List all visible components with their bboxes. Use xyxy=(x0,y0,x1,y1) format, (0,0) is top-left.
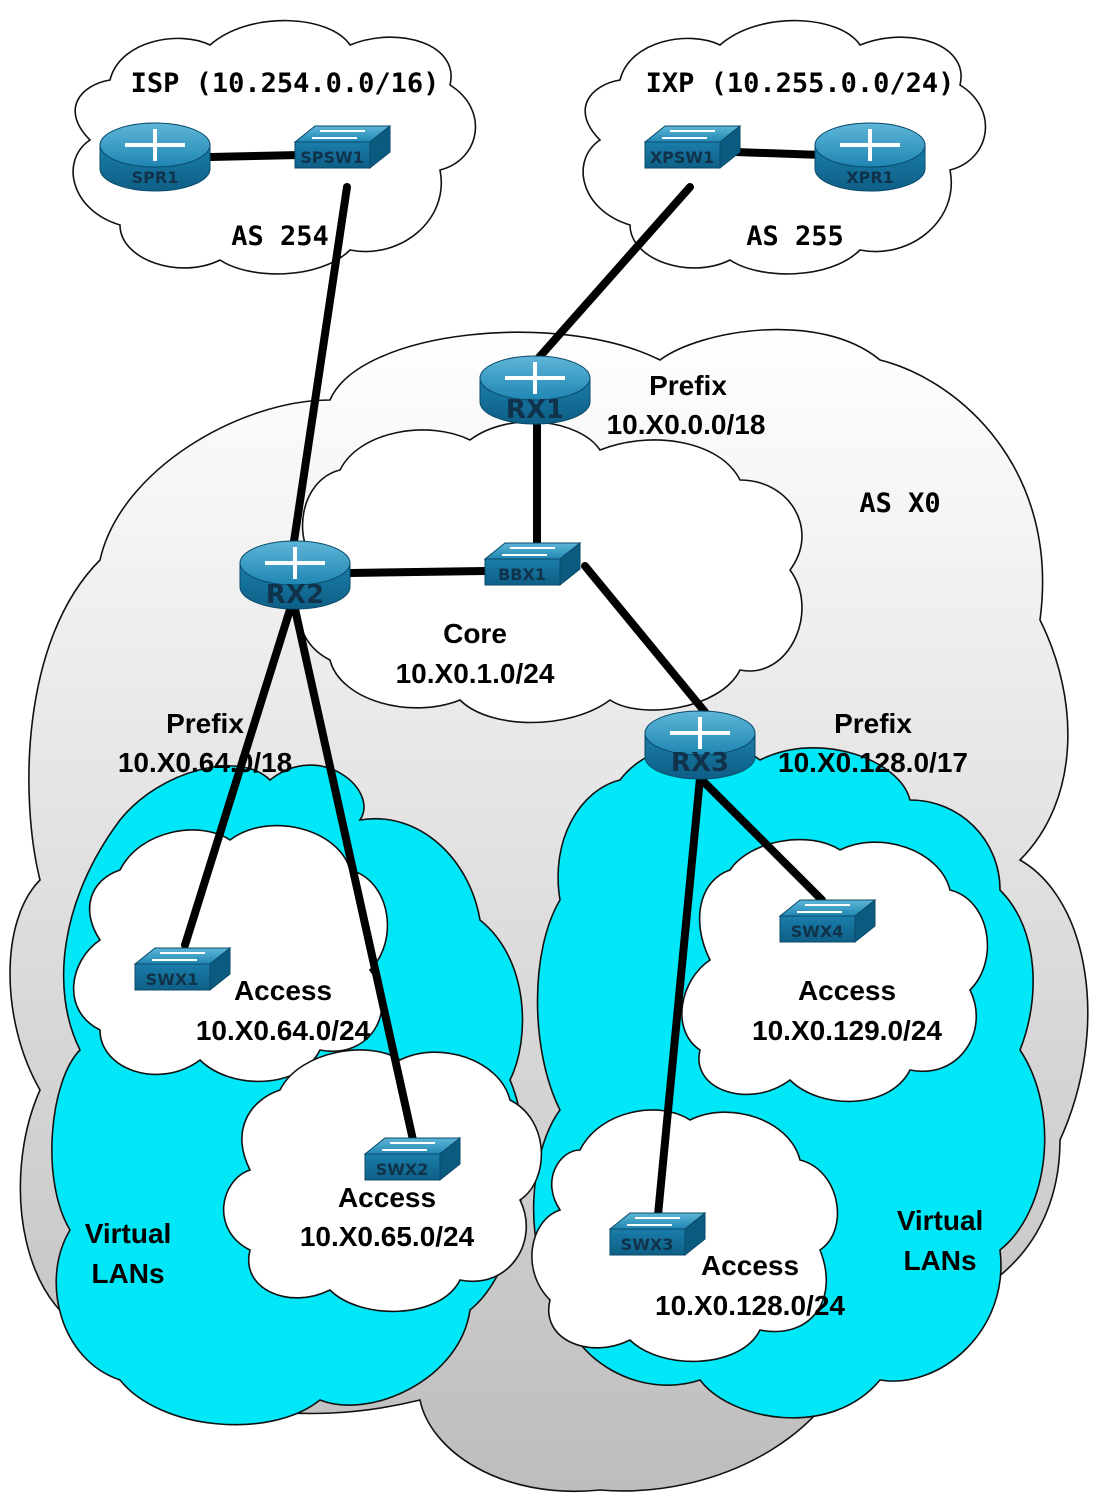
device-label: SPR1 xyxy=(132,168,179,187)
prefix-rx3-title: Prefix xyxy=(834,708,912,739)
isp-title: ISP (10.254.0.0/16) xyxy=(131,68,440,99)
access-swx1-title: Access xyxy=(234,975,332,1006)
access-swx2-title: Access xyxy=(338,1182,436,1213)
prefix-rx1-title: Prefix xyxy=(649,370,727,401)
link-rx2-bbx1 xyxy=(346,567,489,577)
access-swx4-cloud xyxy=(681,838,989,1103)
device-label: RX1 xyxy=(506,395,564,425)
access-swx4-subnet: 10.X0.129.0/24 xyxy=(752,1015,942,1046)
switch-arrows-icon xyxy=(502,547,555,556)
router-arrows-icon xyxy=(670,717,730,749)
ixp-title: IXP (10.255.0.0/24) xyxy=(646,68,955,99)
router-arrows-icon xyxy=(265,547,325,579)
device-label: BBX1 xyxy=(498,565,546,584)
core-subnet: 10.X0.1.0/24 xyxy=(396,658,555,689)
switch-arrows-icon xyxy=(152,952,205,961)
router-arrows-icon xyxy=(840,129,900,161)
prefix-rx1-subnet: 10.X0.0.0/18 xyxy=(607,409,766,440)
prefix-rx3-subnet: 10.X0.128.0/17 xyxy=(778,747,968,778)
core-title: Core xyxy=(443,618,507,649)
device-label: SWX1 xyxy=(146,970,199,989)
device-label: RX3 xyxy=(671,748,729,778)
router-arrows-icon xyxy=(505,362,565,394)
link-rx3-swx4 xyxy=(696,774,826,904)
switch-bbx1[interactable]: BBX1 xyxy=(483,541,582,587)
vlans-left-line2: LANs xyxy=(91,1258,164,1289)
router-rx3[interactable]: RX3 xyxy=(644,710,756,780)
vlans-right-line1: Virtual xyxy=(897,1205,984,1236)
router-spr1[interactable]: SPR1 xyxy=(99,122,211,192)
switch-swx3[interactable]: SWX3 xyxy=(608,1211,707,1257)
ixp-cloud xyxy=(582,19,987,275)
device-label: SWX2 xyxy=(376,1160,429,1179)
router-rx2[interactable]: RX2 xyxy=(239,540,351,610)
prefix-rx2-title: Prefix xyxy=(166,708,244,739)
switch-swx2[interactable]: SWX2 xyxy=(363,1136,462,1182)
device-label: SWX4 xyxy=(791,922,844,941)
access-swx3-title: Access xyxy=(701,1250,799,1281)
link-xpsw1-rx1 xyxy=(531,183,694,366)
switch-swx1[interactable]: SWX1 xyxy=(133,946,232,992)
device-label: RX2 xyxy=(266,580,324,610)
switch-swx4[interactable]: SWX4 xyxy=(778,898,877,944)
link-rx2-swx1 xyxy=(181,596,297,949)
router-xpr1[interactable]: XPR1 xyxy=(814,122,926,192)
switch-arrows-icon xyxy=(662,130,715,139)
link-spr1-spsw1 xyxy=(206,151,304,161)
vlans-left-line1: Virtual xyxy=(85,1218,172,1249)
switch-arrows-icon xyxy=(797,904,850,913)
switch-arrows-icon xyxy=(312,130,365,139)
device-label: SWX3 xyxy=(621,1235,674,1254)
as-x0-label: AS X0 xyxy=(859,488,940,519)
link-bbx1-rx3 xyxy=(581,562,709,716)
links xyxy=(181,148,826,1219)
access-swx4-title: Access xyxy=(798,975,896,1006)
link-rx3-swx3 xyxy=(654,774,704,1219)
access-swx3-subnet: 10.X0.128.0/24 xyxy=(655,1290,845,1321)
link-rx2-swx2 xyxy=(289,596,417,1144)
router-arrows-icon xyxy=(125,129,185,161)
link-spsw1-rx2 xyxy=(289,183,351,552)
switch-xpsw1[interactable]: XPSW1 xyxy=(643,124,742,170)
link-xpsw1-xpr1 xyxy=(731,148,826,159)
access-swx1-subnet: 10.X0.64.0/24 xyxy=(196,1015,371,1046)
access-swx1-cloud xyxy=(72,824,389,1083)
isp-cloud xyxy=(72,19,477,275)
switch-arrows-icon xyxy=(382,1142,435,1151)
device-label: XPR1 xyxy=(846,168,894,187)
prefix-rx2-subnet: 10.X0.64.0/18 xyxy=(118,747,292,778)
device-label: SPSW1 xyxy=(300,148,364,167)
switch-spsw1[interactable]: SPSW1 xyxy=(293,124,392,170)
switch-arrows-icon xyxy=(627,1217,680,1226)
router-rx1[interactable]: RX1 xyxy=(479,355,591,425)
ixp-as: AS 255 xyxy=(746,221,844,252)
vlans-right-line2: LANs xyxy=(903,1245,976,1276)
access-swx2-cloud xyxy=(222,1049,543,1313)
device-label: XPSW1 xyxy=(650,148,714,167)
isp-as: AS 254 xyxy=(231,221,329,252)
access-swx2-subnet: 10.X0.65.0/24 xyxy=(300,1221,475,1252)
